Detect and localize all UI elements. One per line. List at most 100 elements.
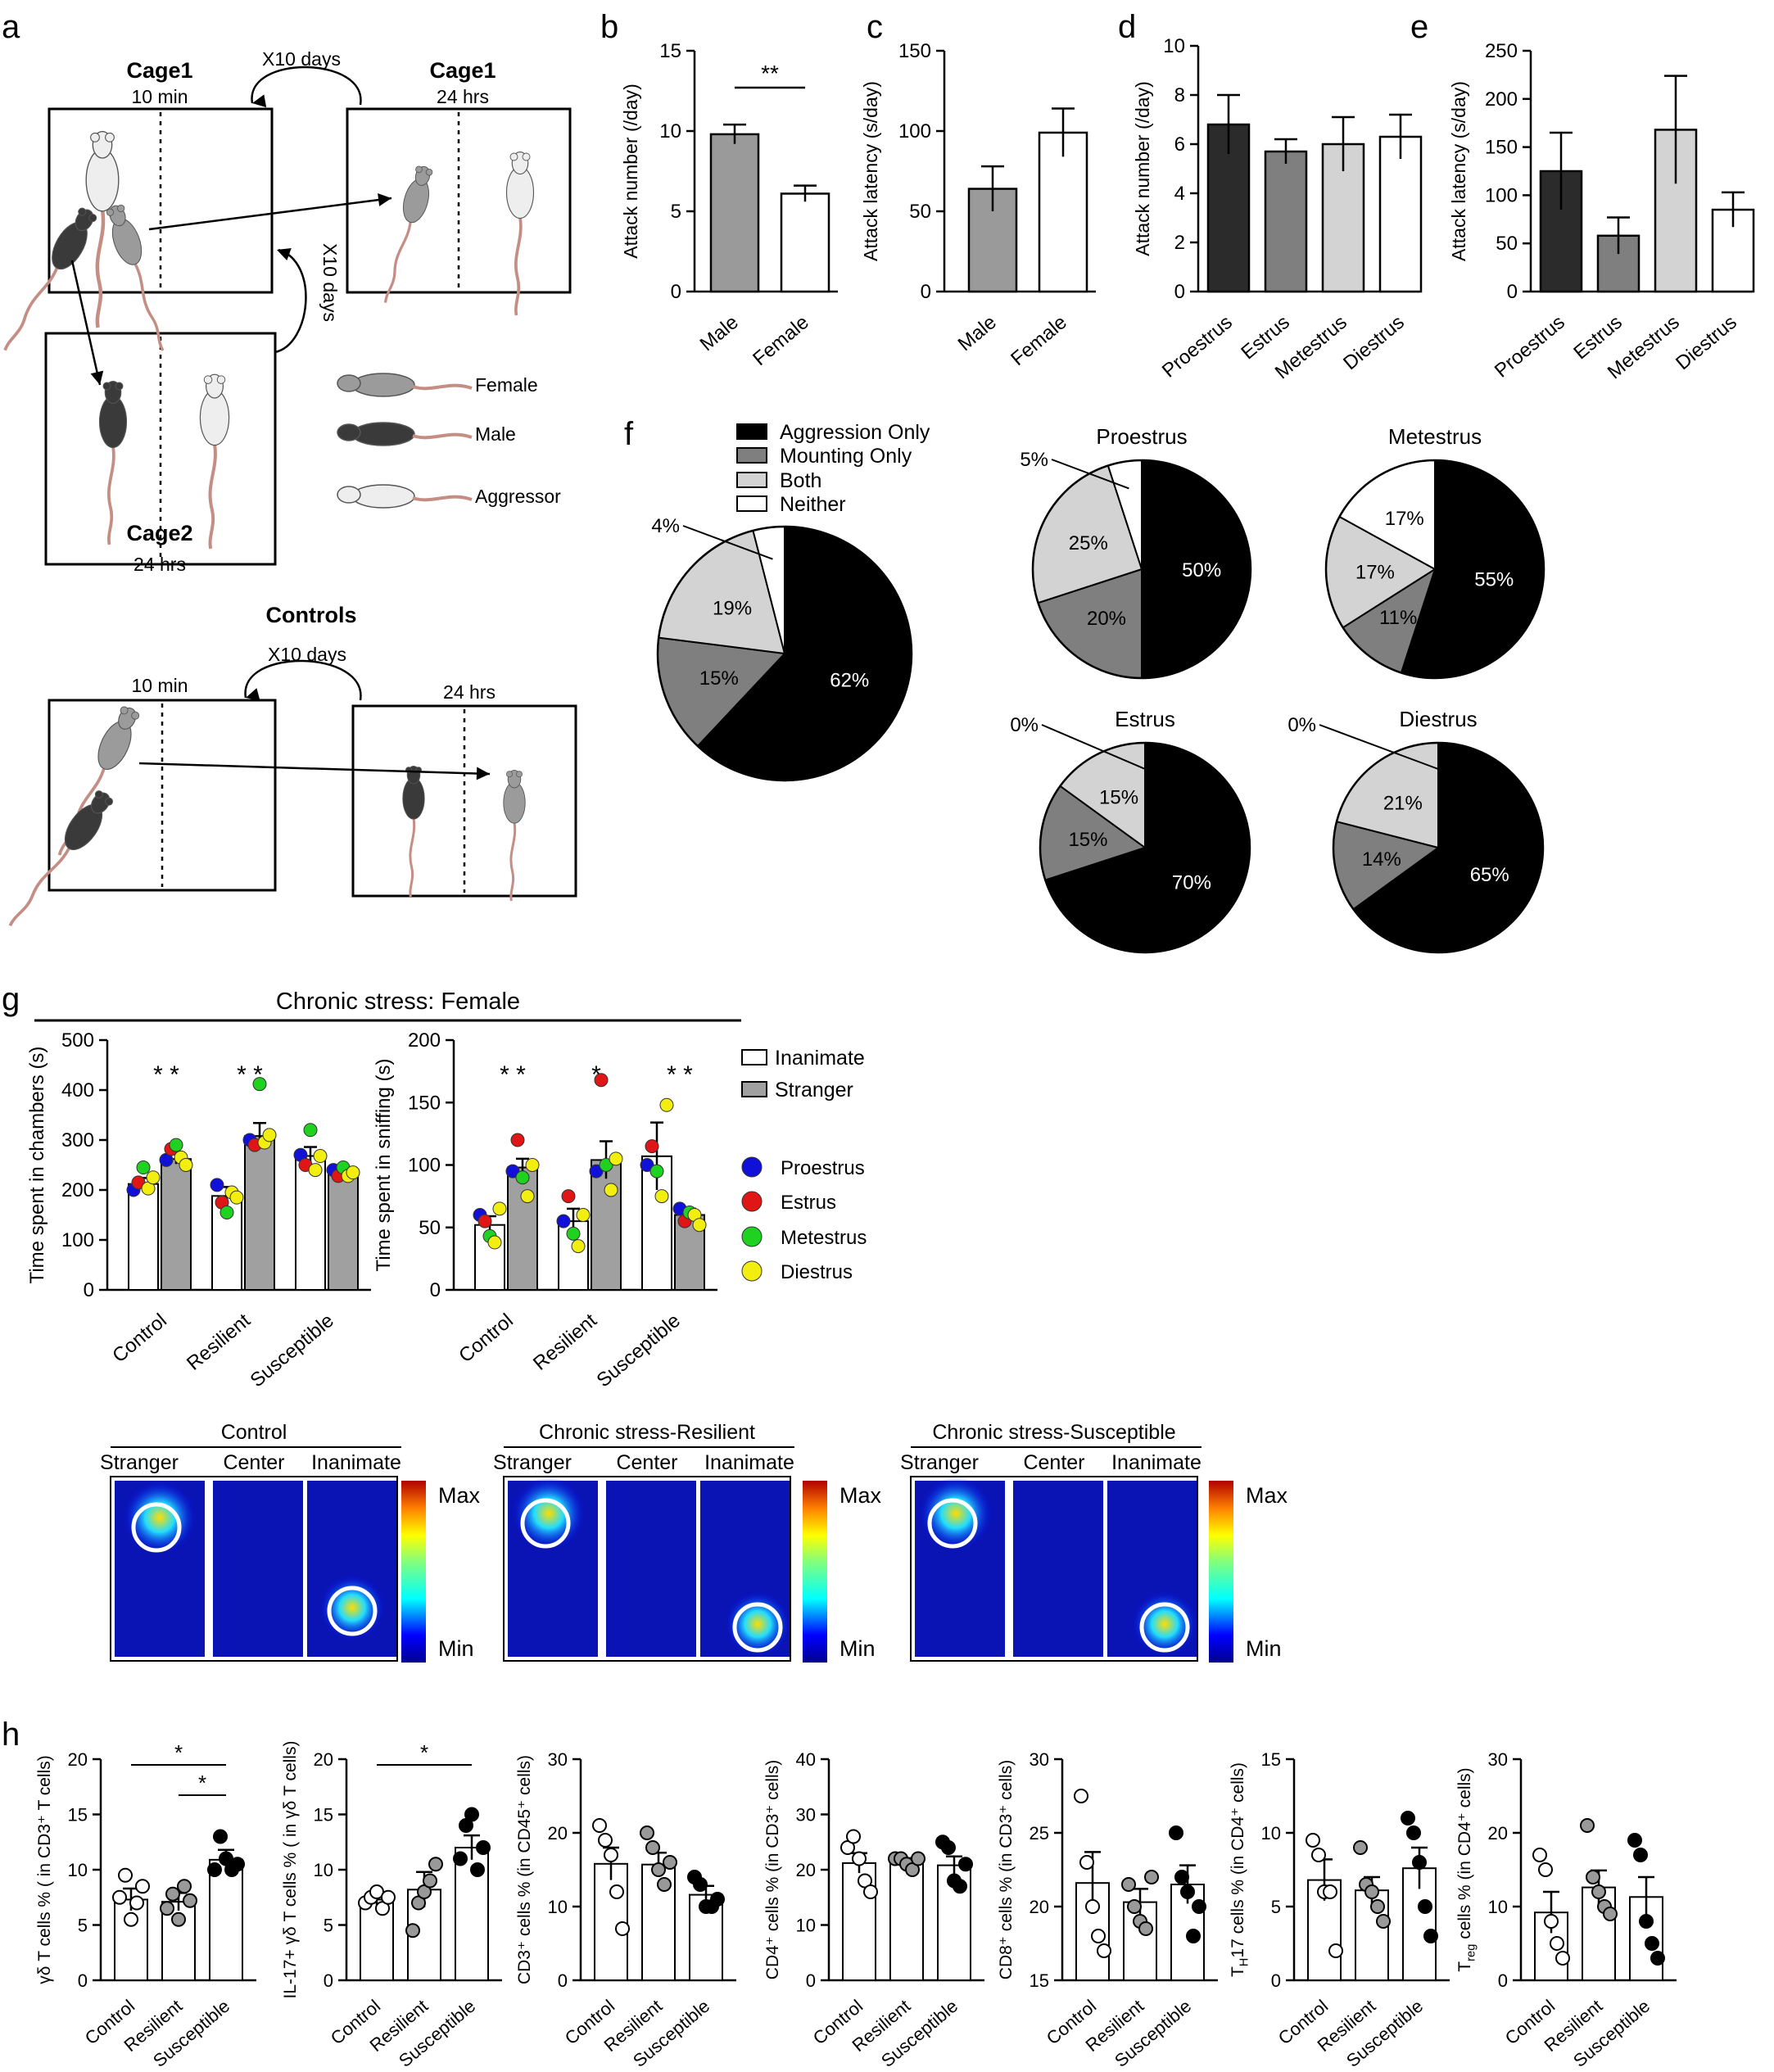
panel-h-chart-7-point [1603, 1907, 1618, 1921]
chart-chamber-time-point [210, 1178, 224, 1192]
panel-b-y-tick-label: 10 [659, 120, 681, 143]
panel-h-chart-3-y-tick-label: 0 [558, 1970, 568, 1991]
chart-chamber-time-point [252, 1077, 267, 1092]
panel-h-chart-2-y-tick-label: 15 [314, 1805, 333, 1825]
pie-callout-line [1319, 724, 1439, 770]
panel-b-bar [780, 192, 830, 293]
legend-stranger-label: Stranger [775, 1079, 853, 1102]
panel-letter-g: g [2, 981, 20, 1017]
pie-slice-label: 15% [699, 667, 739, 690]
panel-h-chart-5-y-tick-label: 20 [1030, 1897, 1049, 1917]
panel-b-sig-stars: ** [761, 61, 779, 86]
chart-chamber-time-bar [328, 1171, 359, 1292]
mouse-male-ear [105, 797, 114, 806]
pie-title: Metestrus [1388, 424, 1482, 449]
heatmap-scale-min: Min [839, 1636, 876, 1661]
panel-h-chart-5-point [1144, 1870, 1159, 1884]
heatmap-zone [1013, 1481, 1103, 1657]
chart-chamber-time-point [262, 1128, 277, 1142]
panel-h-chart-2-point [405, 1923, 420, 1939]
chart-chamber-time-bar [161, 1158, 192, 1292]
panel-h-chart-4-y-tick-label: 20 [796, 1860, 816, 1880]
panel-h-chart-1-point [213, 1829, 228, 1844]
panel-h-chart-3-y-tick-label: 10 [548, 1897, 568, 1917]
mouse-aggressor [85, 130, 120, 328]
panel-letter-e: e [1410, 9, 1428, 45]
mouse-male-ear [115, 382, 124, 391]
panel-e-y-tick-label: 150 [1485, 137, 1518, 159]
legend-mouse-head [337, 423, 361, 441]
heatmap-zone-ring [520, 1498, 571, 1549]
panel-d-y-tick-label: 0 [1174, 281, 1185, 303]
panel-e-y-tick-label: 50 [1496, 233, 1518, 255]
chart-sniffing-time-point [515, 1170, 530, 1185]
chart-sniffing-time-point [556, 1214, 571, 1228]
legend-dot-label-proestrus: Proestrus [781, 1157, 865, 1179]
panel-h-chart-4-point [941, 1840, 956, 1855]
legend-label-aggressor: Aggressor [475, 486, 561, 507]
mouse-male-ear [102, 382, 111, 391]
mouse-female-tail [509, 821, 517, 902]
mouse-female [106, 204, 165, 351]
chart-sniffing-time-point [492, 1201, 507, 1216]
chart-chamber-time-point [303, 1123, 318, 1138]
chart-chamber-time-y-tick-label: 0 [84, 1279, 94, 1301]
chart-chamber-time-point [136, 1160, 151, 1175]
controls-transfer-arrowhead [476, 767, 490, 780]
panel-h-chart-5-point [1085, 1899, 1100, 1914]
mouse-female-ear [106, 208, 115, 216]
mouse-female-tail [383, 220, 412, 303]
heatmap-group-title: Control [221, 1421, 287, 1444]
pie-legend-swatch [736, 423, 767, 440]
panel-h-chart-1-point [177, 1879, 192, 1894]
heatmap-colorbar [803, 1481, 827, 1663]
panel-e-bar [1711, 208, 1755, 293]
legend-label-male: Male [475, 423, 516, 445]
panel-h-chart-3-point [592, 1818, 607, 1833]
panel-h-chart-4-y-label: CD4⁺ cells % (in CD3⁺ cells) [763, 1760, 782, 1979]
panel-letter-f: f [624, 416, 634, 452]
chart-chamber-time-point [169, 1138, 183, 1152]
pie-legend-label: Neither [780, 493, 846, 516]
chart-sniffing-time-y-tick-label: 100 [408, 1155, 441, 1177]
mouse-male [8, 790, 114, 927]
panel-d-x-label: Diestrus [1339, 311, 1409, 374]
chart-sniffing-time-point [477, 1214, 492, 1228]
panel-d-y-tick-label: 4 [1174, 183, 1185, 205]
pie-slice-label: 55% [1474, 568, 1514, 590]
panel-h-chart-1-sig-star: * [198, 1771, 206, 1795]
pie-slice-label: 20% [1087, 608, 1126, 630]
panel-h-chart-7-y-label: Treg cells % (in CD4⁺ cells) [1455, 1767, 1478, 1971]
chart-sniffing-time-point [609, 1151, 623, 1166]
heatmap-zone-label-center: Center [223, 1451, 284, 1474]
chart-chamber-time-y-tick-label: 100 [61, 1229, 94, 1251]
chart-sniffing-time-point [604, 1183, 618, 1197]
heatmap-scale-max: Max [1246, 1483, 1288, 1508]
panel-letter-d: d [1118, 9, 1136, 45]
panel-h-chart-4-y-tick-label: 0 [806, 1970, 816, 1991]
panel-c-y-tick-label: 0 [921, 281, 931, 303]
panel-h-chart-4-bar [889, 1862, 924, 1982]
chart-sniffing-time-sig-stars: * * [667, 1061, 693, 1088]
panel-h-chart-7-y-tick-label: 0 [1498, 1970, 1508, 1991]
pie-legend-label: Aggression Only [780, 421, 930, 444]
heatmap-frame [503, 1476, 791, 1662]
panel-h-chart-5-y-tick-label: 25 [1030, 1823, 1049, 1844]
panel-h-chart-6-y-tick-label: 15 [1261, 1749, 1281, 1770]
panel-h-chart-2-y-tick-label: 5 [324, 1916, 333, 1936]
pie-slice-label: 14% [1362, 848, 1401, 871]
panel-h-chart-3-point [609, 1884, 624, 1899]
panel-h-chart-3-point [615, 1921, 630, 1936]
panel-h-chart-2-point [464, 1807, 479, 1822]
pie-callout-line [1051, 459, 1129, 490]
mouse-aggressor-tail [95, 209, 106, 328]
panel-h-chart-2-point [453, 1851, 468, 1866]
panel-h-chart-6-y-tick-label: 5 [1271, 1897, 1281, 1917]
chart-chamber-time-point [146, 1170, 161, 1185]
panel-h-chart-4-point [953, 1879, 967, 1894]
legend-mouse-tail [412, 383, 473, 391]
mouse-female-ear [120, 706, 129, 715]
chart-sniffing-time-point [576, 1208, 591, 1222]
panel-letter-a: a [2, 9, 20, 45]
